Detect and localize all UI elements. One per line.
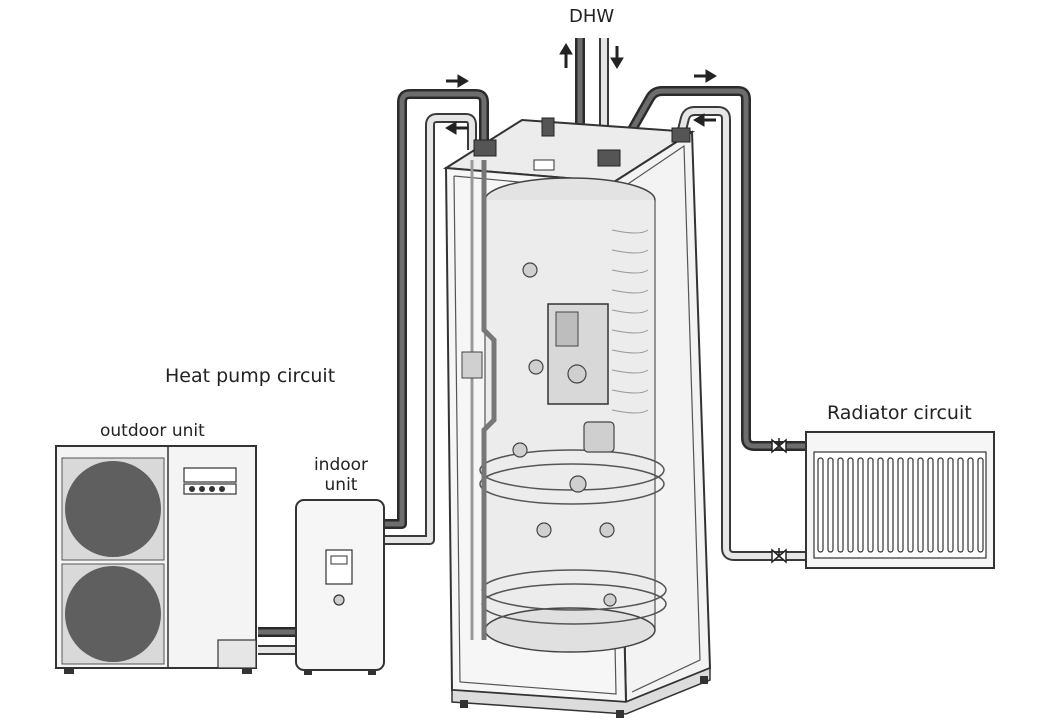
- heat-pump-pipes: [258, 89, 489, 655]
- heat-pump-circuit-label: Heat pump circuit: [165, 365, 336, 387]
- fan-icon: [61, 457, 165, 665]
- radiator-pipes: [607, 86, 806, 561]
- radiator-circuit-label: Radiator circuit: [827, 402, 972, 424]
- arrow-icon: [445, 43, 717, 135]
- dhw-label: DHW: [569, 6, 615, 27]
- indoor-unit-label: indoor unit: [312, 455, 370, 495]
- radiator: [805, 431, 995, 569]
- indoor-unit-label-line1: indoor: [313, 455, 369, 475]
- storage-tank-unit: [442, 117, 712, 718]
- indoor-unit: [295, 499, 385, 675]
- indoor-unit-label-line2: unit: [324, 474, 358, 495]
- outdoor-unit-label: outdoor unit: [100, 421, 205, 441]
- outdoor-unit: [55, 445, 257, 674]
- valve-icon: [771, 438, 787, 564]
